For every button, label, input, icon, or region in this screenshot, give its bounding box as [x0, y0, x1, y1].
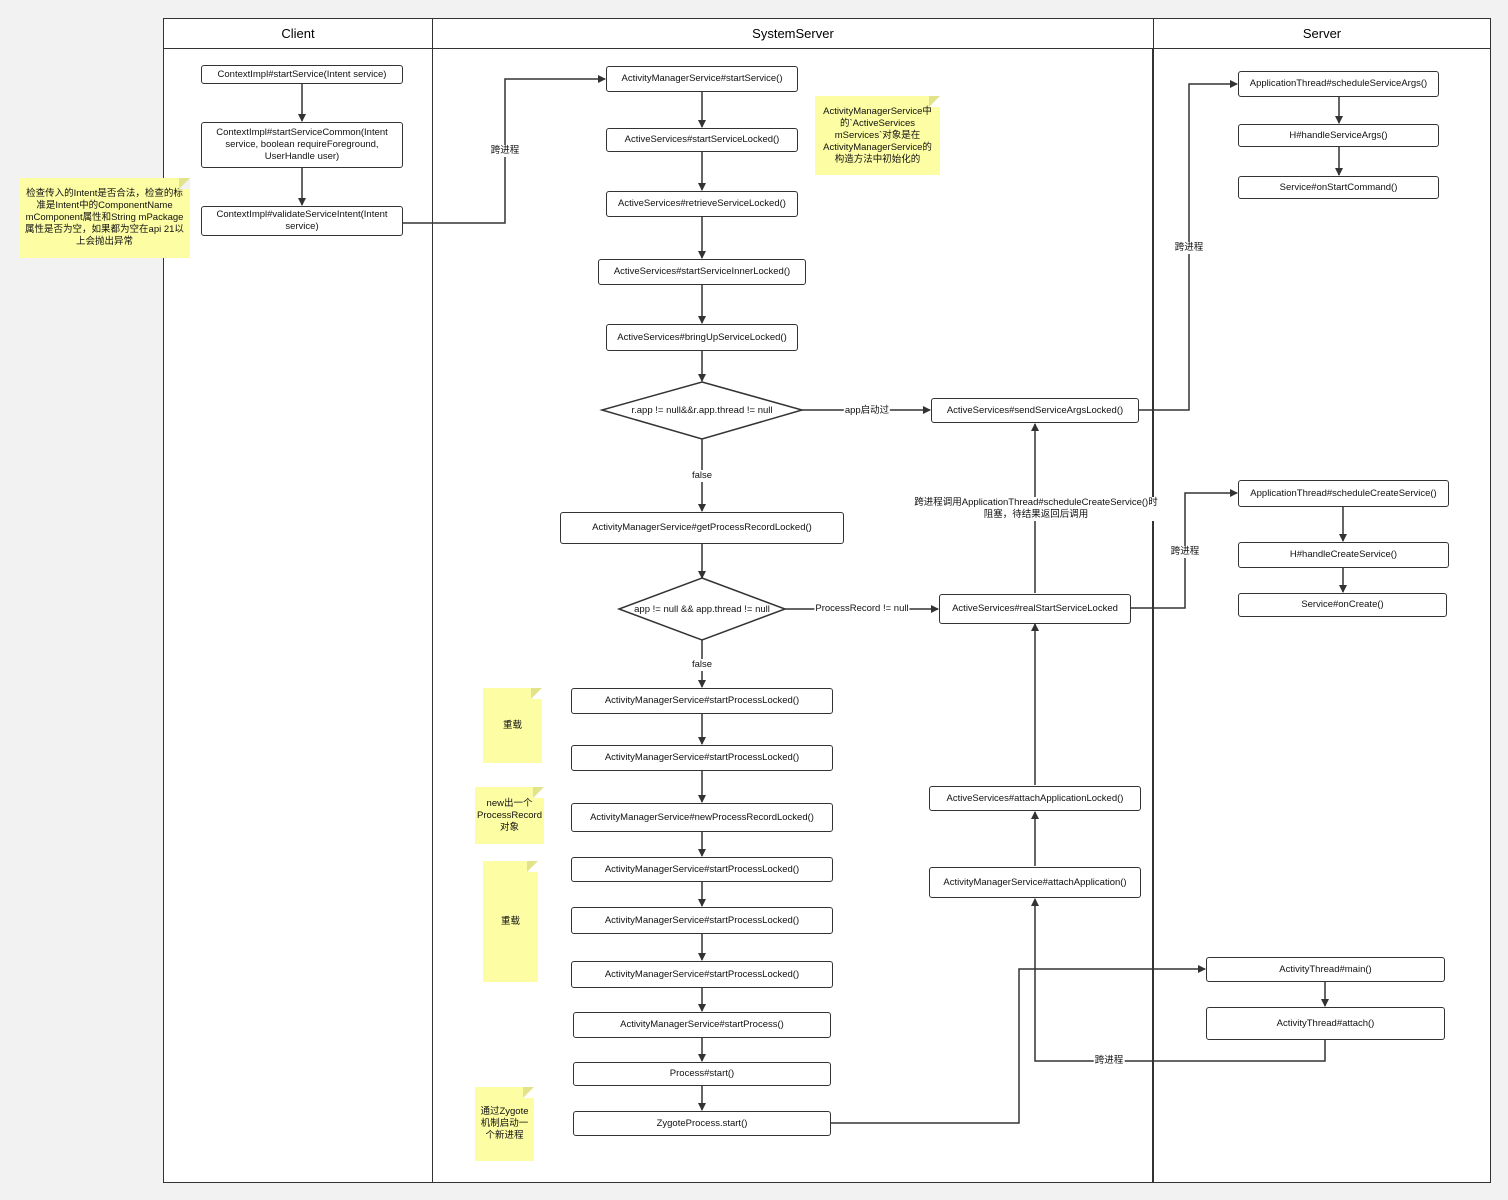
activity-thread-attach-box: ActivityThread#attach() [1206, 1007, 1445, 1040]
process-start-box: Process#start() [573, 1062, 831, 1086]
note-zygote: 通过Zygote机制启动一个新进程 [475, 1087, 534, 1161]
edge-label-app-started: app启动过 [843, 405, 891, 417]
edge-label-cross-process-2: 跨进程 [1173, 242, 1205, 254]
schedule-create-service-box: ApplicationThread#scheduleCreateService(… [1238, 480, 1449, 507]
schedule-service-args-box: ApplicationThread#scheduleServiceArgs() [1238, 71, 1439, 97]
on-create-box: Service#onCreate() [1238, 593, 1447, 617]
note-overload-2: 重载 [483, 861, 538, 982]
start-service-box: ContextImpl#startService(Intent service) [201, 65, 403, 84]
retrieve-service-locked-box: ActiveServices#retrieveServiceLocked() [606, 191, 798, 217]
start-process-locked-box-5: ActivityManagerService#startProcessLocke… [571, 961, 833, 988]
start-service-inner-locked-box: ActiveServices#startServiceInnerLocked() [598, 259, 806, 285]
start-service-common-box: ContextImpl#startServiceCommon(Intent se… [201, 122, 403, 168]
lane-divider [1152, 48, 1154, 1183]
decision-app-thread: r.app != null&&r.app.thread != null [631, 404, 773, 416]
ams-start-service-box: ActivityManagerService#startService() [606, 66, 798, 92]
start-process-locked-box-4: ActivityManagerService#startProcessLocke… [571, 907, 833, 934]
start-service-locked-box: ActiveServices#startServiceLocked() [606, 128, 798, 152]
attach-application-locked-box: ActiveServices#attachApplicationLocked() [929, 786, 1141, 811]
edge-label-cross-process-3: 跨进程 [1169, 546, 1201, 558]
edge-label-cross-process-call: 跨进程调用ApplicationThread#scheduleCreateSer… [911, 497, 1161, 521]
decision-app-thread-shape [599, 381, 805, 440]
send-service-args-locked-box: ActiveServices#sendServiceArgsLocked() [931, 398, 1139, 423]
decision-process: app != null && app.thread != null [634, 603, 770, 615]
get-process-record-locked-box: ActivityManagerService#getProcessRecordL… [560, 512, 844, 544]
edge-label-cross-process-4: 跨进程 [1093, 1055, 1125, 1067]
start-process-locked-box-2: ActivityManagerService#startProcessLocke… [571, 745, 833, 771]
note-validate-intent: 检查传入的Intent是否合法，检查的标准是Intent中的ComponentN… [19, 178, 190, 258]
edge-label-false-2: false [690, 659, 714, 671]
lane-system-server-title: SystemServer [433, 19, 1153, 49]
ams-start-process-box: ActivityManagerService#startProcess() [573, 1012, 831, 1038]
handle-create-service-box: H#handleCreateService() [1238, 542, 1449, 568]
note-overload-1: 重载 [483, 688, 542, 763]
real-start-service-locked-box: ActiveServices#realStartServiceLocked [939, 594, 1131, 624]
edge-label-false-1: false [690, 470, 714, 482]
lane-client-title: Client [164, 19, 432, 49]
zygote-process-start-box: ZygoteProcess.start() [573, 1111, 831, 1136]
edge-label-process-record-null: ProcessRecord != null [814, 603, 910, 615]
validate-service-intent-box: ContextImpl#validateServiceIntent(Intent… [201, 206, 403, 236]
activity-thread-main-box: ActivityThread#main() [1206, 957, 1445, 982]
decision-process-shape [616, 577, 788, 641]
ams-attach-application-box: ActivityManagerService#attachApplication… [929, 867, 1141, 898]
handle-service-args-box: H#handleServiceArgs() [1238, 124, 1439, 147]
note-new-process-record: new出一个ProcessRecord对象 [475, 787, 544, 844]
start-process-locked-box-1: ActivityManagerService#startProcessLocke… [571, 688, 833, 714]
start-process-locked-box-3: ActivityManagerService#startProcessLocke… [571, 857, 833, 882]
on-start-command-box: Service#onStartCommand() [1238, 176, 1439, 199]
note-ams-active-services: ActivityManagerService中的`ActiveServices … [815, 96, 940, 175]
edge-label-cross-process-1: 跨进程 [489, 145, 521, 157]
new-process-record-locked-box: ActivityManagerService#newProcessRecordL… [571, 803, 833, 832]
bring-up-service-locked-box: ActiveServices#bringUpServiceLocked() [606, 324, 798, 351]
lane-server-title: Server [1154, 19, 1490, 49]
